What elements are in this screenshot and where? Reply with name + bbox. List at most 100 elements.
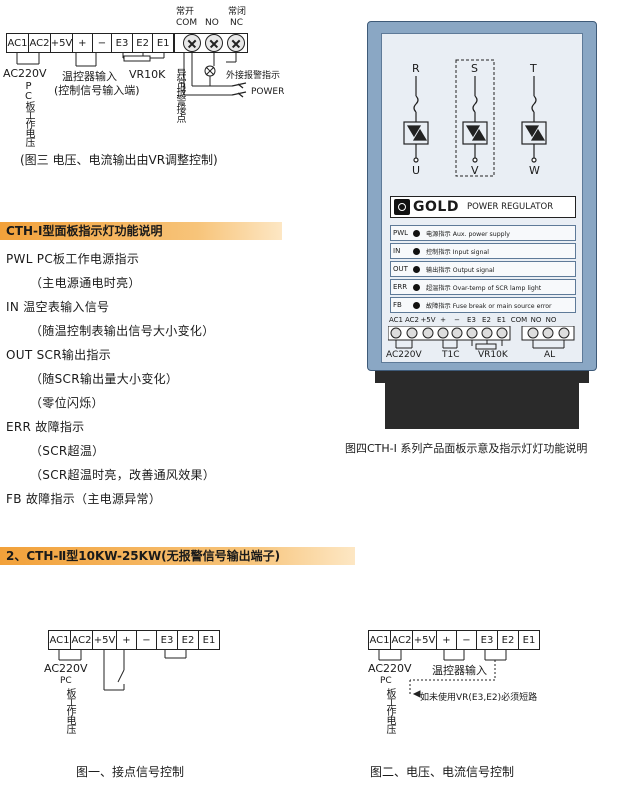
fig4-caption: 图四CTH-Ⅰ 系列产品面板示意及指示灯灯功能说明 <box>345 442 588 455</box>
phase-v: V <box>471 164 479 177</box>
label-nc: NC <box>230 18 244 28</box>
fig3-power: POWER <box>251 87 285 97</box>
fig3-alarm-vertical: 异常报警接点 <box>174 68 185 122</box>
panel-al: AL <box>544 350 556 360</box>
terminal-e2: E2 <box>498 631 519 649</box>
phase-r: R <box>412 62 420 75</box>
term-label: +5V <box>420 316 436 324</box>
fig2-ac220v: AC220V <box>368 662 412 675</box>
led-icon <box>413 229 420 237</box>
panel-inner: R S T U V W GOLD POWER REGULATOR PWL 电源指… <box>381 33 583 363</box>
list-line-pwl-note: （主电源通电时亮） <box>30 276 141 290</box>
indicator-in: IN 控制指示 Input signal <box>390 243 576 259</box>
term-label: NO <box>530 316 542 324</box>
section1-header: CTH-Ⅰ型面板指示灯功能说明 <box>0 222 282 240</box>
fig2-terminal-strip: AC1 AC2 +5V + − E3 E2 E1 <box>368 630 540 650</box>
indicator-err: ERR 超温指示 Ovar-temp of SCR lamp light <box>390 279 576 295</box>
fig3-wenkong: 温控器输入 <box>62 70 117 83</box>
terminal-e3: E3 <box>477 631 498 649</box>
label-changkai: 常开 <box>176 7 195 17</box>
fig3-wiring <box>16 53 247 98</box>
fig1-terminal-strip: AC1 AC2 +5V + − E3 E2 E1 <box>48 630 220 650</box>
list-line-in: IN 温空表输入信号 <box>6 300 110 314</box>
terminal-e2: E2 <box>133 34 154 52</box>
terminal-e1: E1 <box>522 634 536 646</box>
terminal-5v: +5V <box>51 34 73 52</box>
terminal-ac2: AC2 <box>71 631 93 649</box>
terminal-ac2: AC2 <box>391 631 413 649</box>
section2-header: 2、CTH-Ⅱ型10KW-25KW(无报警信号输出端子) <box>0 547 355 565</box>
panel-ac220v: AC220V <box>386 350 422 360</box>
term-label: E3 <box>467 316 476 324</box>
term-label: AC1 <box>388 316 403 324</box>
phase-u: U <box>412 164 421 177</box>
fig2-pc-label: PC <box>380 676 392 686</box>
terminal-minus: − <box>137 631 157 649</box>
indicator-pwl: PWL 电源指示 Aux. power supply <box>390 225 576 241</box>
led-icon <box>413 265 420 273</box>
fig1-caption: 图一、接点信号控制 <box>76 765 185 779</box>
terminal-5v: +5V <box>93 631 117 649</box>
indicator-code: PWL <box>393 229 409 237</box>
indicator-code: FB <box>393 301 402 309</box>
list-line-err-note2: （SCR超温时亮，改善通风效果） <box>30 468 216 482</box>
panel-term-labels: AC1 AC2 +5V + − E3 E2 E1 COM NO NO <box>388 316 578 326</box>
brand-subtitle: POWER REGULATOR <box>466 202 554 212</box>
fig3-vr10k: VR10K <box>129 68 166 81</box>
terminal-ac2: AC2 <box>29 34 51 52</box>
terminal-ac1: AC1 <box>49 631 71 649</box>
regulator-panel: R S T U V W GOLD POWER REGULATOR PWL 电源指… <box>367 21 597 429</box>
indicator-out: OUT 输出指示 Output signal <box>390 261 576 277</box>
screw-no-icon <box>205 34 223 52</box>
list-line-fb: FB 故障指示（主电源异常） <box>6 492 162 506</box>
list-line-err: ERR 故障指示 <box>6 420 85 434</box>
terminal-e2: E2 <box>178 631 199 649</box>
brand-bar: GOLD POWER REGULATOR <box>390 196 576 218</box>
phase-t: T <box>530 62 537 75</box>
terminal-e1: E1 <box>202 634 216 646</box>
indicator-desc: 超温指示 Ovar-temp of SCR lamp light <box>426 284 542 292</box>
fig3-ac220v: AC220V <box>3 67 47 80</box>
terminal-plus: + <box>117 631 137 649</box>
list-line-out-note: （随SCR输出量大小变化） <box>30 372 179 386</box>
fig1-wiring <box>58 650 187 691</box>
fig2-note: 如未使用VR(E3,E2)必须短路 <box>420 693 538 703</box>
terminal-minus: − <box>93 34 113 52</box>
fig1-pc-vertical: 板工作电压 <box>64 688 75 733</box>
term-label: E2 <box>482 316 491 324</box>
list-line-out: OUT SCR输出指示 <box>6 348 112 362</box>
fig3-caption: (图三 电压、电流输出由VR调整控制) <box>20 153 218 167</box>
terminal-ac1: AC1 <box>369 631 391 649</box>
term-label: NO <box>545 316 557 324</box>
indicator-desc: 电源指示 Aux. power supply <box>426 230 510 238</box>
terminal-e3: E3 <box>157 631 178 649</box>
label-changbi: 常闭 <box>228 7 247 17</box>
term-label: E1 <box>497 316 506 324</box>
fig1-pc-label: PC <box>60 676 72 686</box>
fig3-external-alarm: 外接报警指示 <box>226 71 281 81</box>
terminal-5v: +5V <box>413 631 437 649</box>
screw-nc-icon <box>227 34 245 52</box>
gold-logo-icon <box>394 199 410 215</box>
phase-w: W <box>529 164 540 177</box>
terminal-plus: + <box>437 631 457 649</box>
fig2-caption: 图二、电压、电流信号控制 <box>370 765 515 779</box>
terminal-e3: E3 <box>112 34 133 52</box>
screw-com-icon <box>183 34 201 52</box>
indicator-desc: 故障指示 Fuse break or main source error <box>426 302 552 310</box>
indicator-fb: FB 故障指示 Fuse break or main source error <box>390 297 576 313</box>
panel-t1c: T1C <box>442 350 460 360</box>
term-label: AC2 <box>404 316 419 324</box>
terminal-e1: E1 <box>156 37 170 49</box>
indicator-code: IN <box>393 247 401 255</box>
label-com: COM <box>176 18 198 28</box>
fig1-ac220v: AC220V <box>44 662 88 675</box>
panel-vr10k: VR10K <box>478 350 508 360</box>
brand-name: GOLD <box>413 199 459 215</box>
fig2-wiring <box>378 650 507 698</box>
fig3-pc-vertical: PC板工作电压 <box>23 81 34 146</box>
list-line-in-note: （随温控制表输出信号大小变化） <box>30 324 215 338</box>
list-line-out-zero: （零位闪烁） <box>30 396 104 410</box>
fig3-control-signal: (控制信号输入端) <box>54 84 140 97</box>
led-icon <box>413 247 420 255</box>
